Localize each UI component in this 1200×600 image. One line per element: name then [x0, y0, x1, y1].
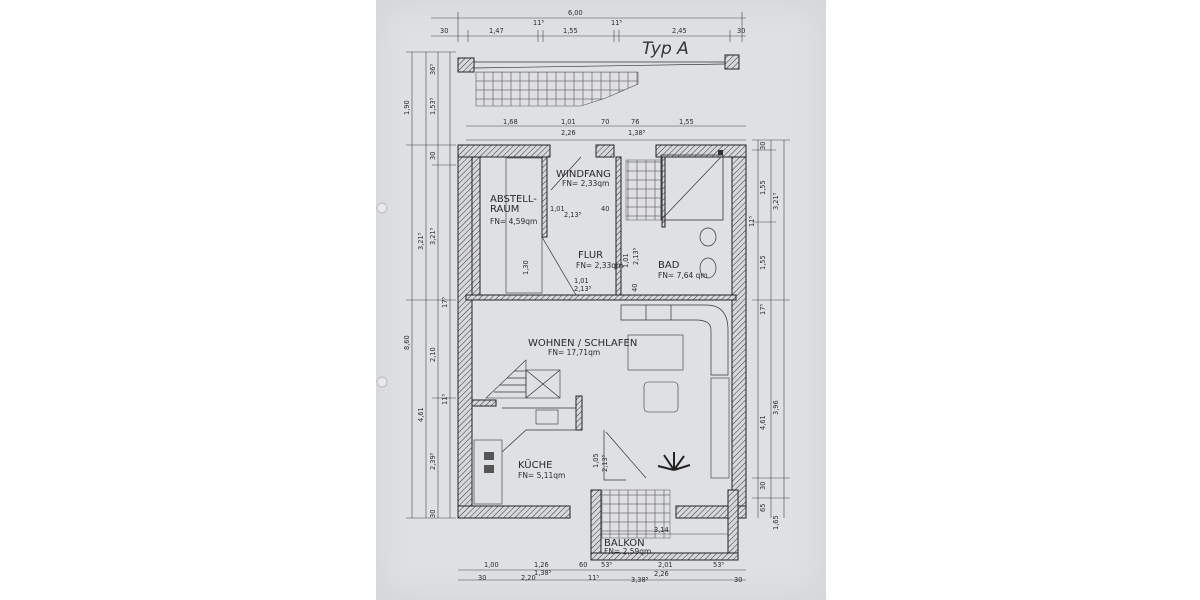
dim-label: 3,21⁵ — [429, 227, 437, 245]
room-area-balkon: FN= 2,59qm — [604, 547, 651, 556]
room-area-flur: FN= 2,33qm — [576, 261, 623, 270]
right-dimensions: 30 1,55 11⁵ 1,55 17⁵ 4,61 30 65 1,65 3,2… — [748, 139, 790, 530]
dim-label: 2,01 — [658, 561, 673, 569]
dim-label: 8,60 — [403, 335, 411, 350]
dim-label: 40 — [631, 284, 639, 292]
dim-label: 11⁵ — [533, 19, 544, 27]
dim-label: 1,00 — [484, 561, 499, 569]
dim-label: 1,53⁵ — [429, 97, 437, 115]
balcony — [590, 489, 739, 561]
room-name-abstellraum-2: RAUM — [490, 204, 519, 215]
dim-label: 30 — [440, 27, 448, 35]
dim-label: 2,13⁵ — [564, 211, 582, 219]
dim-label: 53⁵ — [601, 561, 612, 569]
dim-label: 1,05 — [592, 453, 600, 468]
dim-label: 1,01 — [574, 277, 589, 285]
dim-label: 1,30 — [522, 260, 530, 275]
dim-label: 70 — [601, 118, 609, 126]
room-area-bad: FN= 7,64 qm — [658, 271, 708, 280]
bottom-dimensions: 1,00 1,26 1,38⁵ 60 53⁵ 2,01 2,26 53⁵ 30 … — [458, 561, 746, 584]
kitchen-fixtures — [473, 407, 577, 505]
dim-label: 1,01 — [561, 118, 576, 126]
dim-label: 4,61 — [759, 415, 767, 430]
dim-label: 65 — [759, 504, 767, 512]
dim-label: 2,13⁵ — [574, 285, 592, 293]
dim-label: 2,13⁵ — [601, 454, 609, 472]
dim-label: 11⁵ — [588, 574, 599, 582]
bath-fixtures — [625, 150, 724, 279]
dim-label: 1,01 — [622, 253, 630, 268]
room-name-bad: BAD — [658, 260, 680, 271]
dim-top-total: 6,00 — [568, 9, 583, 17]
dim-label: 3,96 — [772, 400, 780, 415]
room-name-windfang: WINDFANG — [556, 169, 611, 180]
dim-label: 1,55 — [759, 180, 767, 195]
plan-sheet: Typ A 6,00 30 1,47 11⁵ 1,55 11⁵ 2,45 30 … — [376, 0, 826, 600]
left-dimensions: 1,90 3,21⁵ 8,60 4,61 36⁵ 1,53⁵ 30 3,21⁵ … — [403, 51, 456, 519]
dim-label: 1,55 — [563, 27, 578, 35]
living-furniture — [603, 304, 730, 481]
room-labels: WINDFANG FN= 2,33qm ABSTELL- RAUM FN= 4,… — [490, 169, 708, 556]
dim-label: 1,38⁵ — [534, 569, 552, 577]
room-area-wohnen: FN= 17,71qm — [548, 348, 600, 357]
dim-label: 4,61 — [417, 407, 425, 422]
room-name-balkon: BALKON — [604, 538, 645, 549]
dim-label: 17⁵ — [759, 304, 767, 315]
room-name-wohnen: WOHNEN / SCHLAFEN — [528, 338, 637, 349]
dim-label: 2,20 — [521, 574, 536, 582]
room-area-abstellraum: FN= 4,59qm — [490, 217, 537, 226]
dim-label: 30 — [737, 27, 745, 35]
dim-label: 1,55 — [679, 118, 694, 126]
dim-label: 40 — [601, 205, 609, 213]
dim-label: 76 — [631, 118, 639, 126]
walls — [457, 144, 747, 519]
dim-label: 3,14 — [654, 526, 669, 534]
dim-label: 60 — [579, 561, 587, 569]
top-dimensions: 6,00 30 1,47 11⁵ 1,55 11⁵ 2,45 30 1,68 1… — [431, 9, 746, 141]
dim-label: 1,26 — [534, 561, 549, 569]
room-area-kueche: FN= 5,11qm — [518, 471, 565, 480]
dim-label: 2,13⁵ — [632, 247, 640, 265]
room-area-windfang: FN= 2,33qm — [562, 179, 609, 188]
dim-label: 1,47 — [489, 27, 504, 35]
dim-label: 30 — [478, 574, 486, 582]
room-name-flur: FLUR — [578, 250, 603, 261]
dim-label: 2,45 — [672, 27, 687, 35]
dim-label: 17⁵ — [441, 297, 449, 308]
dim-label: 36⁵ — [429, 64, 437, 75]
dim-label: 1,01 — [550, 205, 565, 213]
binder-ring-icon — [376, 202, 388, 214]
dim-label: 2,26 — [561, 129, 576, 137]
dim-label: 3,21⁵ — [417, 232, 425, 250]
dim-label: 1,65 — [772, 515, 780, 530]
dim-label: 3,21⁵ — [772, 192, 780, 210]
binder-ring-icon — [376, 376, 388, 388]
upper-terrace — [457, 54, 740, 107]
dim-label: 1,90 — [403, 100, 411, 115]
interior-dimensions: 1,01 2,13⁵ 40 1,30 1,01 2,13⁵ 1,01 2,13⁵… — [522, 205, 669, 534]
dim-label: 30 — [759, 482, 767, 490]
room-name-kueche: KÜCHE — [518, 458, 552, 471]
dim-label: 11⁵ — [441, 394, 449, 405]
dim-label: 30 — [759, 142, 767, 150]
dim-label: 1,68 — [503, 118, 518, 126]
room-name-abstellraum: ABSTELL- — [490, 194, 537, 205]
dim-label: 2,39⁵ — [429, 452, 437, 470]
plan-title: Typ A — [642, 39, 689, 59]
dim-label: 1,38⁵ — [628, 129, 646, 137]
dim-label: 30 — [429, 152, 437, 160]
dim-label: 3,38⁵ — [631, 576, 649, 584]
dim-label: 1,55 — [759, 255, 767, 270]
dim-label: 11⁵ — [748, 216, 756, 227]
dim-label: 53⁵ — [713, 561, 724, 569]
stairs — [485, 156, 582, 399]
floor-plan: Typ A 6,00 30 1,47 11⁵ 1,55 11⁵ 2,45 30 … — [376, 9, 790, 584]
dim-label: 11⁵ — [611, 19, 622, 27]
dim-label: 30 — [429, 510, 437, 518]
dim-label: 2,26 — [654, 570, 669, 578]
dim-label: 30 — [734, 576, 742, 584]
dim-label: 2,10 — [429, 347, 437, 362]
